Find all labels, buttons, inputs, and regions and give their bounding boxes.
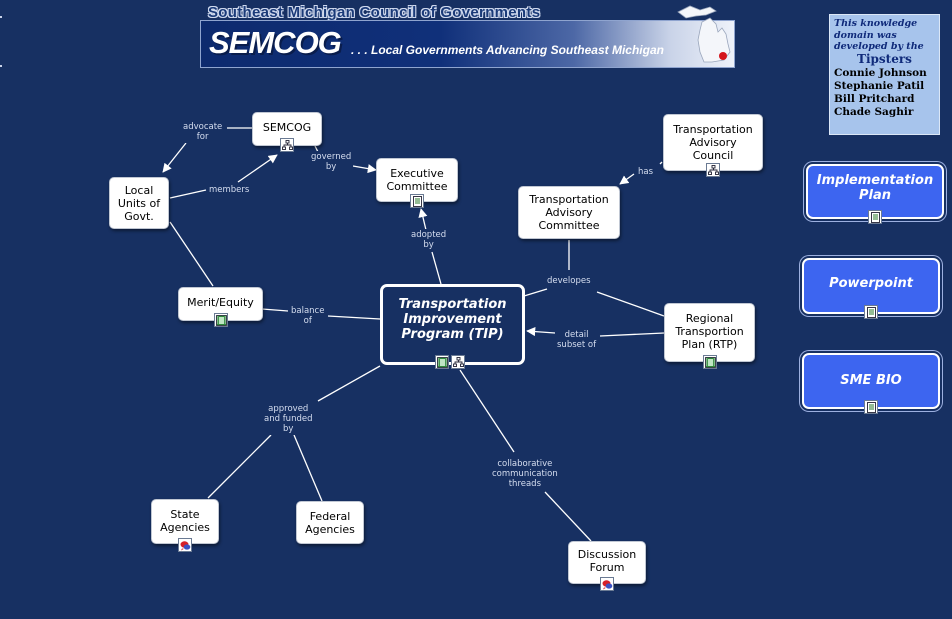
link-tip-approved bbox=[317, 365, 381, 402]
discussion-icon[interactable] bbox=[178, 538, 192, 552]
document-icon[interactable] bbox=[868, 210, 882, 224]
link-merit-balance bbox=[261, 308, 289, 312]
link-label-has: has bbox=[636, 166, 656, 178]
link-local-merit bbox=[169, 221, 214, 287]
michigan-map-icon bbox=[677, 5, 731, 63]
semcog-banner[interactable]: SEMCOG . . . Local Governments Advancing… bbox=[200, 20, 735, 68]
link-local-members bbox=[169, 189, 207, 199]
implementation-plan-button[interactable]: Implementation Plan bbox=[806, 164, 944, 219]
link-rtp-detail bbox=[599, 332, 665, 337]
credits-member: Bill Pritchard bbox=[834, 92, 915, 105]
link-tip-adopted bbox=[431, 251, 442, 285]
concept-federal-agencies[interactable]: Federal Agencies bbox=[296, 501, 364, 544]
powerpoint-button[interactable]: Powerpoint bbox=[802, 258, 940, 314]
link-developes-tip bbox=[523, 288, 548, 297]
link-members-semcog bbox=[237, 154, 278, 183]
link-approved-state bbox=[207, 434, 272, 499]
concept-map-icon[interactable] bbox=[706, 163, 720, 177]
document-icon[interactable] bbox=[410, 194, 424, 208]
concept-state-agencies[interactable]: State Agencies bbox=[151, 499, 219, 544]
credits-intro: This knowledge domain was developed by t… bbox=[834, 18, 924, 52]
credits-panel: This knowledge domain was developed by t… bbox=[829, 14, 940, 135]
credits-member: Connie Johnson bbox=[834, 66, 927, 79]
concept-label: SEMCOG bbox=[262, 121, 312, 134]
link-label-members: members bbox=[207, 184, 252, 196]
concept-rtp[interactable]: Regional Transportion Plan (RTP) bbox=[664, 303, 755, 362]
link-balance-tip bbox=[327, 315, 381, 320]
concept-label: Merit/Equity bbox=[187, 296, 254, 309]
concept-label: Regional Transportion Plan (RTP) bbox=[675, 312, 744, 351]
concept-label: Federal Agencies bbox=[305, 509, 355, 536]
link-label-governed-by: governed by bbox=[309, 151, 354, 173]
link-approved-federal bbox=[293, 434, 323, 502]
concept-map-icon[interactable] bbox=[451, 355, 465, 369]
link-label-collaborative-threads: collaborative communication threads bbox=[490, 458, 560, 490]
link-label-balance-of: balance of bbox=[289, 305, 327, 327]
concept-tip[interactable]: Transportation Improvement Program (TIP) bbox=[380, 284, 525, 365]
discussion-icon[interactable] bbox=[600, 577, 614, 591]
resource-label: SME BIO bbox=[840, 372, 902, 388]
link-tip-collab bbox=[459, 369, 515, 453]
credits-member: Chade Saghir bbox=[834, 105, 914, 118]
resource-label: Powerpoint bbox=[829, 275, 913, 291]
link-label-advocate-for: advocate for bbox=[181, 121, 225, 143]
resource-label: Implementation Plan bbox=[816, 172, 934, 203]
credits-team-name: Tipsters bbox=[857, 51, 912, 66]
left-edge-marks bbox=[0, 16, 2, 67]
semcog-logo: SEMCOG bbox=[209, 25, 342, 60]
credits-member: Stephanie Patil bbox=[834, 79, 925, 92]
document-icon[interactable] bbox=[864, 400, 878, 414]
link-collab-forum bbox=[544, 491, 592, 542]
concept-label: Transportation Advisory Committee bbox=[529, 193, 609, 232]
concept-label: State Agencies bbox=[160, 508, 210, 534]
film-icon[interactable] bbox=[703, 355, 717, 369]
concept-label: Transportation Improvement Program (TIP) bbox=[398, 297, 507, 342]
document-icon[interactable] bbox=[864, 305, 878, 319]
concept-tac-committee[interactable]: Transportation Advisory Committee bbox=[518, 186, 620, 239]
link-council-has bbox=[659, 161, 663, 165]
concept-merit-equity[interactable]: Merit/Equity bbox=[178, 287, 263, 321]
concept-map-icon[interactable] bbox=[280, 138, 294, 152]
link-advocate-to-local bbox=[162, 142, 187, 173]
concept-label: Local Units of Govt. bbox=[117, 183, 161, 223]
link-developes-rtp bbox=[596, 291, 665, 317]
link-adopted-exec bbox=[418, 208, 428, 231]
concept-label: Discussion Forum bbox=[577, 548, 637, 574]
concept-label: Executive Committee bbox=[386, 167, 448, 193]
link-detail-tip bbox=[526, 327, 556, 337]
link-label-developes: developes bbox=[545, 275, 593, 287]
concept-label: Transportation Advisory Council bbox=[673, 123, 753, 162]
sme-bio-button[interactable]: SME BIO bbox=[802, 353, 940, 409]
link-label-detail-subset-of: detail subset of bbox=[555, 329, 599, 351]
concept-tac-council[interactable]: Transportation Advisory Council bbox=[663, 114, 763, 171]
link-has-committee bbox=[619, 173, 635, 185]
banner-tagline: . . . Local Governments Advancing Southe… bbox=[351, 43, 664, 57]
link-label-adopted-by: adopted by bbox=[409, 229, 449, 251]
concept-local-units[interactable]: Local Units of Govt. bbox=[109, 177, 169, 229]
link-label-approved-funded-by: approved and funded by bbox=[262, 403, 315, 435]
film-icon[interactable] bbox=[214, 313, 228, 327]
org-name: Southeast Michigan Council of Government… bbox=[208, 4, 541, 21]
film-icon[interactable] bbox=[435, 355, 449, 369]
link-governed-exec bbox=[352, 164, 377, 174]
